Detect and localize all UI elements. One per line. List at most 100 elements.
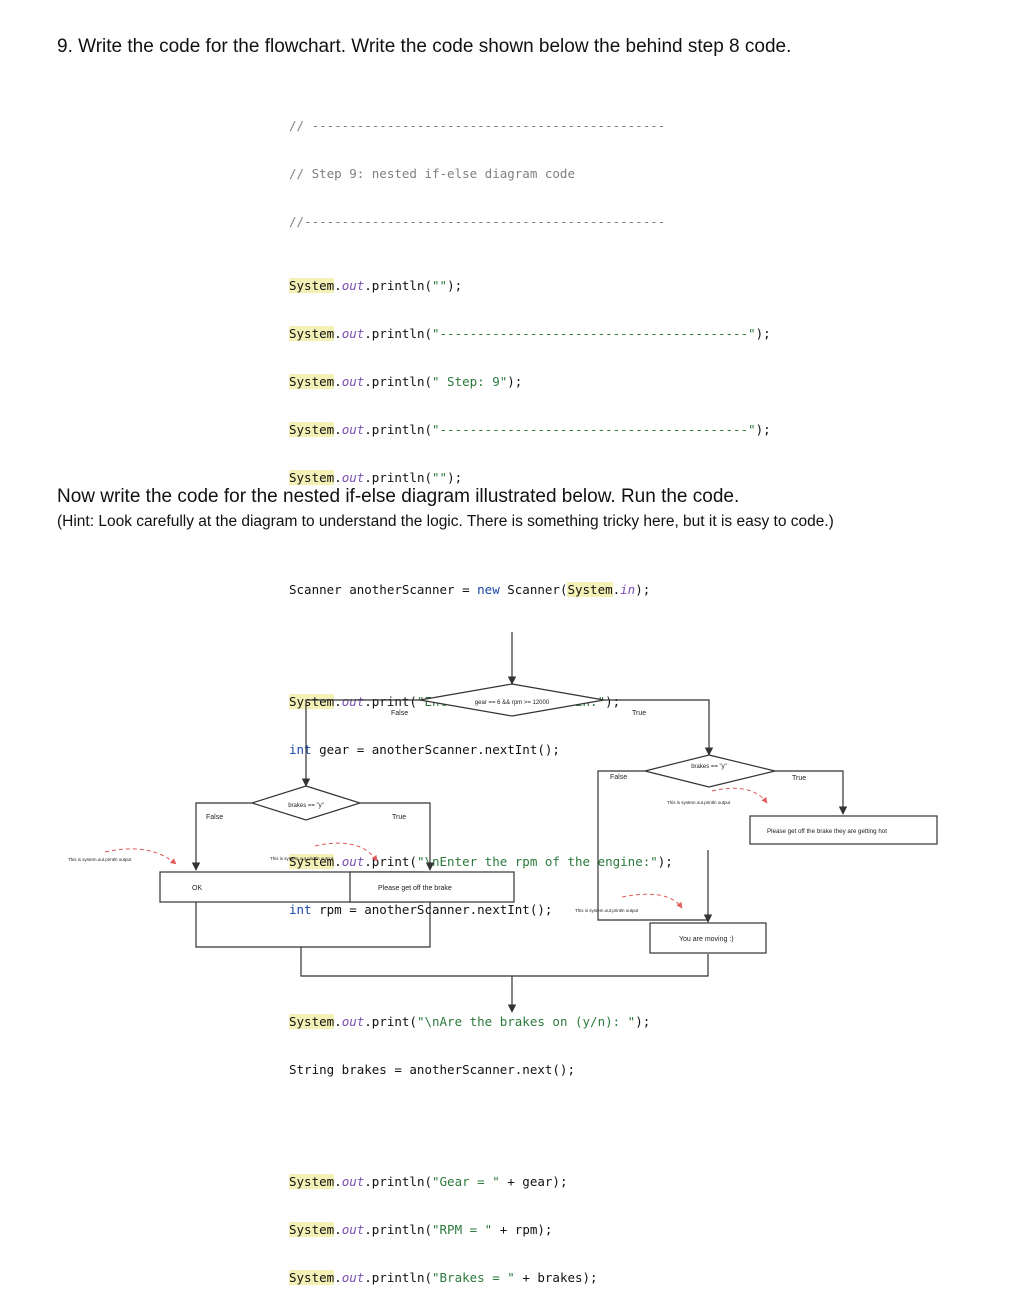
string-literal: "Gear = " [432, 1174, 500, 1189]
brake-box [349, 871, 515, 903]
string-literal: "\nAre the brakes on (y/n): " [416, 1014, 636, 1029]
annotation-label-right-top: This is system.out.println output [667, 800, 731, 805]
statement-tail: + rpm); [492, 1222, 553, 1237]
getting-hot-box-label: Please get off the brake they are gettin… [767, 828, 887, 835]
statement-end: ); [635, 582, 651, 597]
method-token: .println( [364, 326, 432, 341]
code-line-header-5: System.out.println(""); [289, 470, 463, 485]
out-token: out [341, 470, 365, 485]
code-line-header-4: System.out.println("--------------------… [289, 422, 771, 437]
instructions-title: Now write the code for the nested if-els… [57, 486, 740, 507]
instructions-hint: (Hint: Look carefully at the diagram to … [57, 513, 834, 530]
statement-end: ); [657, 854, 673, 869]
right-condition-label: brakes == "y" [691, 764, 727, 770]
code-line-header-1: System.out.println(""); [289, 278, 463, 293]
code-line-brakes-decl: String brakes = anotherScanner.next(); [289, 1062, 575, 1077]
string-literal: "" [432, 470, 448, 485]
code-line-header-3: System.out.println(" Step: 9"); [289, 374, 523, 389]
method-token: .println( [364, 278, 432, 293]
system-token: System [567, 582, 613, 597]
right-false-label: False [610, 774, 627, 781]
code-line-out-brakes: System.out.println("Brakes = " + brakes)… [289, 1270, 598, 1285]
scanner-decl: Scanner anotherScanner = [289, 582, 478, 597]
string-literal: "---------------------------------------… [432, 422, 756, 437]
statement-tail: + gear); [499, 1174, 568, 1189]
method-token: .println( [364, 1174, 432, 1189]
brake-box-label: Please get off the brake [378, 885, 452, 892]
out-token: out [341, 694, 365, 709]
code-line-out-gear: System.out.println("Gear = " + gear); [289, 1174, 568, 1189]
statement-end: ); [507, 374, 523, 389]
string-literal: " Step: 9" [432, 374, 508, 389]
string-literal: "\nEnter the rpm of the engine:" [416, 854, 658, 869]
method-token: .println( [364, 470, 432, 485]
code-line-header-2: System.out.println("--------------------… [289, 326, 771, 341]
out-token: out [341, 422, 365, 437]
right-true-label: True [792, 775, 806, 782]
statement-tail: + brakes); [514, 1270, 598, 1285]
statement-end: ); [447, 470, 463, 485]
method-token: .print( [364, 694, 417, 709]
code-line-scanner: Scanner anotherScanner = new Scanner(Sys… [289, 582, 651, 597]
code-line-prompt-rpm: System.out.print("\nEnter the rpm of the… [289, 854, 673, 869]
top-true-label: True [632, 710, 646, 717]
left-decision-diamond [250, 785, 362, 821]
out-token: out [341, 1014, 365, 1029]
system-token: System [289, 374, 335, 389]
nested-if-else-flowchart: gear == 6 && rpm >= 12000 False True bra… [68, 632, 938, 1013]
out-token: out [341, 854, 365, 869]
comment-rule-top: // -------------------------------------… [289, 118, 666, 133]
system-token: System [289, 470, 335, 485]
comment-step-label: // Step 9: nested if-else diagram code [289, 166, 575, 181]
out-token: out [341, 1222, 365, 1237]
system-token: System [289, 1270, 335, 1285]
system-token: System [289, 1222, 335, 1237]
code-line-out-rpm: System.out.println("RPM = " + rpm); [289, 1222, 553, 1237]
scanner-ctor: Scanner( [499, 582, 568, 597]
new-keyword: new [477, 582, 500, 597]
getting-hot-box [749, 815, 938, 845]
system-token: System [289, 694, 335, 709]
method-token: .print( [364, 854, 417, 869]
statement-end: ); [605, 694, 621, 709]
system-token: System [289, 1174, 335, 1189]
annotation-label-middle: This is system.out.println output [270, 856, 334, 861]
gear-decl: gear = anotherScanner.nextInt(); [311, 742, 560, 757]
left-true-label: True [392, 814, 406, 821]
method-token: .println( [364, 422, 432, 437]
method-token: .print( [364, 1014, 417, 1029]
method-token: .println( [364, 374, 432, 389]
right-decision-diamond [644, 754, 776, 788]
out-token: out [341, 1270, 365, 1285]
system-token: System [289, 1014, 335, 1029]
system-token: System [289, 326, 335, 341]
rpm-decl: rpm = anotherScanner.nextInt(); [311, 902, 553, 917]
code-line-prompt-brakes: System.out.print("\nAre the brakes on (y… [289, 1014, 651, 1029]
system-token: System [289, 422, 335, 437]
statement-end: ); [635, 1014, 651, 1029]
out-token: out [341, 278, 365, 293]
out-token: out [341, 374, 365, 389]
statement-end: ); [755, 326, 771, 341]
ok-box-label: OK [192, 885, 202, 892]
left-condition-label: brakes == "y" [288, 803, 324, 809]
int-keyword: int [289, 902, 312, 917]
statement-end: ); [447, 278, 463, 293]
connector-lines [191, 632, 848, 1013]
string-literal: "" [432, 278, 448, 293]
comment-rule-bottom: //--------------------------------------… [289, 214, 666, 229]
question-title: 9. Write the code for the flowchart. Wri… [57, 36, 792, 57]
system-token: System [289, 278, 335, 293]
top-false-label: False [391, 710, 408, 717]
annotation-arrows [104, 787, 768, 909]
string-literal: "RPM = " [432, 1222, 493, 1237]
out-token: out [341, 1174, 365, 1189]
string-literal: "Brakes = " [432, 1270, 515, 1285]
system-token: System [289, 854, 335, 869]
method-token: .println( [364, 1270, 432, 1285]
left-false-label: False [206, 814, 223, 821]
in-token: in [620, 582, 636, 597]
out-token: out [341, 326, 365, 341]
top-condition-label: gear == 6 && rpm >= 12000 [475, 700, 550, 706]
annotation-label-right-bottom: This is system.out.println output [575, 908, 639, 913]
